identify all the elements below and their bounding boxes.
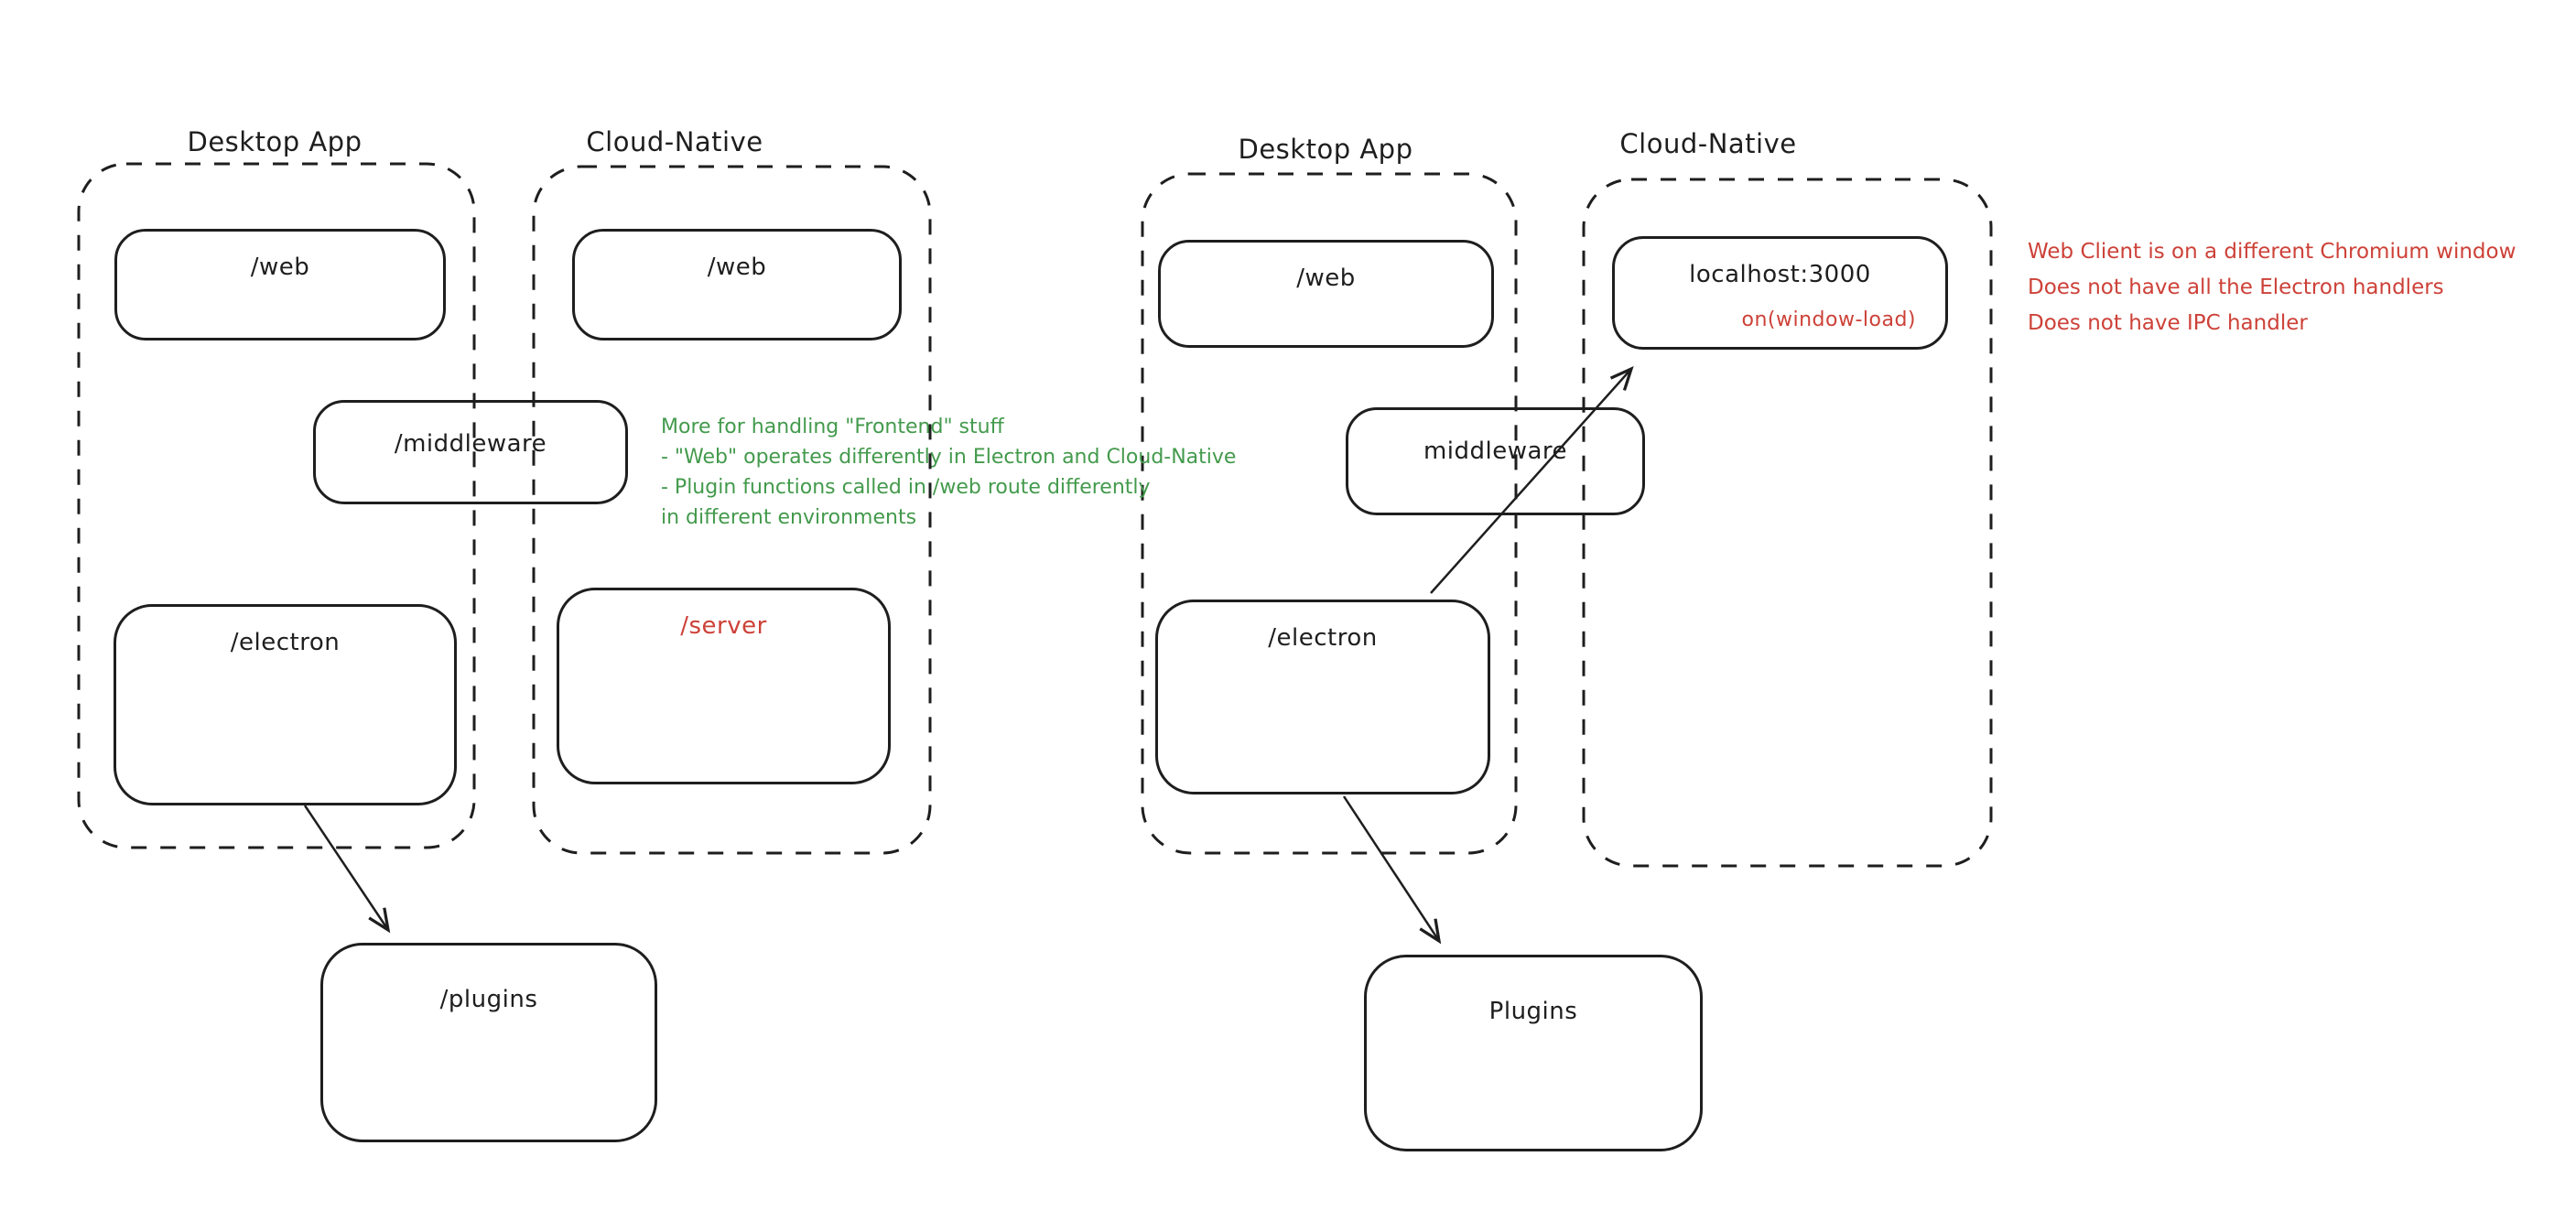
right-cloud-native-label: Cloud-Native — [1619, 128, 1797, 159]
left-cloud-web-box-label: /web — [707, 254, 767, 281]
green-note-line-2: - "Web" operates differently in Electron… — [661, 446, 1237, 469]
right-localhost-box: localhost:3000 on(window-load) — [1612, 236, 1948, 350]
right-middleware-box: middleware — [1346, 407, 1645, 515]
green-frontend-note: More for handling "Frontend" stuff - "We… — [661, 412, 1236, 533]
left-desktop-web-box-label: /web — [250, 254, 310, 281]
red-note-line-1: Web Client is on a different Chromium wi… — [2028, 240, 2516, 264]
right-desktop-web-box-label: /web — [1296, 265, 1356, 292]
right-desktop-web-box: /web — [1158, 240, 1494, 348]
right-desktop-app-label: Desktop App — [1238, 134, 1413, 165]
left-cloud-web-box: /web — [572, 229, 902, 340]
green-note-line-3: - Plugin functions called in /web route … — [661, 476, 1151, 499]
left-cloud-native-label: Cloud-Native — [586, 126, 763, 157]
right-electron-box: /electron — [1155, 600, 1490, 794]
left-middleware-box-label: /middleware — [394, 430, 547, 458]
left-plugins-box-label: /plugins — [439, 986, 538, 1013]
right-plugins-box-label: Plugins — [1488, 998, 1578, 1025]
red-note-line-3: Does not have IPC handler — [2028, 311, 2308, 335]
left-server-box-label: /server — [680, 612, 767, 640]
green-note-line-1: More for handling "Frontend" stuff — [661, 416, 1004, 438]
right-electron-to-plugins-arrow — [1342, 795, 1439, 941]
right-middleware-box-label: middleware — [1423, 438, 1568, 465]
left-middleware-box: /middleware — [313, 400, 628, 504]
on-window-load-annotation: on(window-load) — [1741, 308, 1916, 331]
right-localhost-box-label: localhost:3000 — [1689, 261, 1871, 288]
left-plugins-box: /plugins — [320, 943, 657, 1142]
right-electron-box-label: /electron — [1268, 624, 1378, 652]
left-electron-to-plugins-arrow — [303, 805, 388, 930]
left-electron-box-label: /electron — [230, 629, 341, 656]
right-plugins-box: Plugins — [1364, 955, 1703, 1151]
left-desktop-web-box: /web — [114, 229, 446, 340]
left-desktop-app-label: Desktop App — [187, 126, 363, 157]
red-web-client-note: Web Client is on a different Chromium wi… — [2028, 234, 2516, 341]
red-note-line-2: Does not have all the Electron handlers — [2028, 276, 2444, 299]
green-note-line-4: in different environments — [661, 506, 917, 529]
left-server-box: /server — [557, 588, 891, 784]
left-electron-box: /electron — [114, 604, 457, 805]
